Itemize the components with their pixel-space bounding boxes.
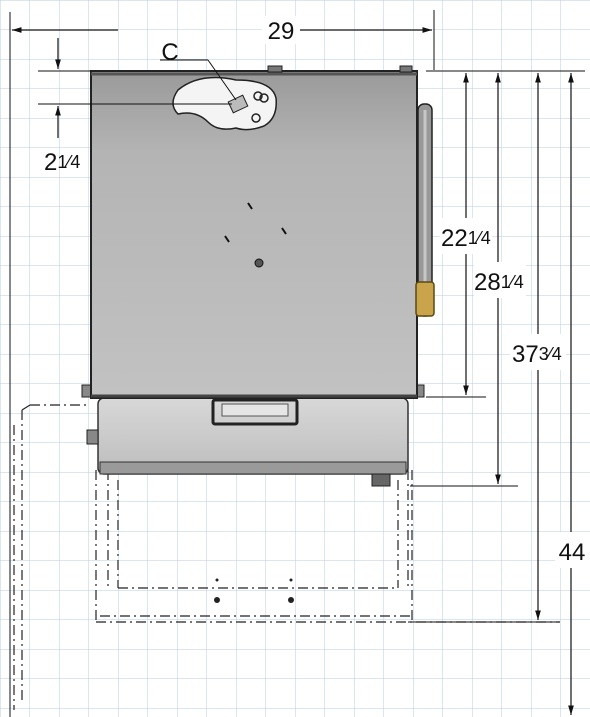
height-total-label: 44 (559, 539, 586, 566)
offset-top-label: 21⁄4 (44, 149, 80, 176)
height2-label: 281⁄4 (474, 269, 524, 296)
height1-label: 221⁄4 (441, 225, 491, 252)
valve-fitting (415, 281, 435, 317)
panel-marks (224, 202, 287, 268)
stand-holes (214, 578, 294, 603)
base-foot (371, 473, 391, 487)
base-unit (81, 384, 425, 487)
offset-top-whole: 2 (44, 149, 57, 176)
height3-label: 373⁄4 (512, 341, 562, 368)
extension-lines (9, 10, 585, 717)
height3-whole: 37 (512, 341, 539, 368)
width-total-label: 29 (268, 18, 295, 45)
height2-frac: 1⁄4 (501, 272, 524, 292)
offset-top-frac: 1⁄4 (57, 152, 80, 172)
height3-frac: 3⁄4 (539, 344, 562, 364)
height2-whole: 28 (474, 269, 501, 296)
height1-frac: 1⁄4 (468, 228, 491, 248)
height1-whole: 22 (441, 225, 468, 252)
side-pipe (415, 103, 435, 317)
callout-c-label: C (161, 39, 178, 66)
drawer-handle (211, 398, 299, 426)
